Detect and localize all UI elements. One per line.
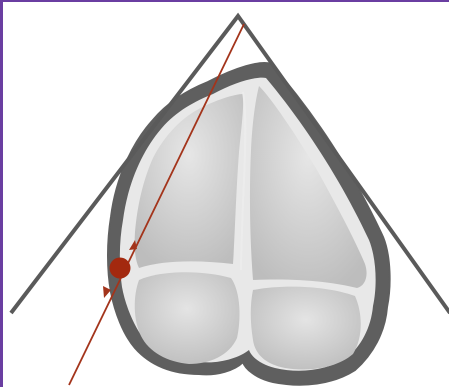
left-ventricle: [135, 94, 244, 268]
target-point: [110, 258, 131, 279]
heart-echo-diagram: [3, 2, 449, 389]
right-atrium: [251, 287, 361, 370]
